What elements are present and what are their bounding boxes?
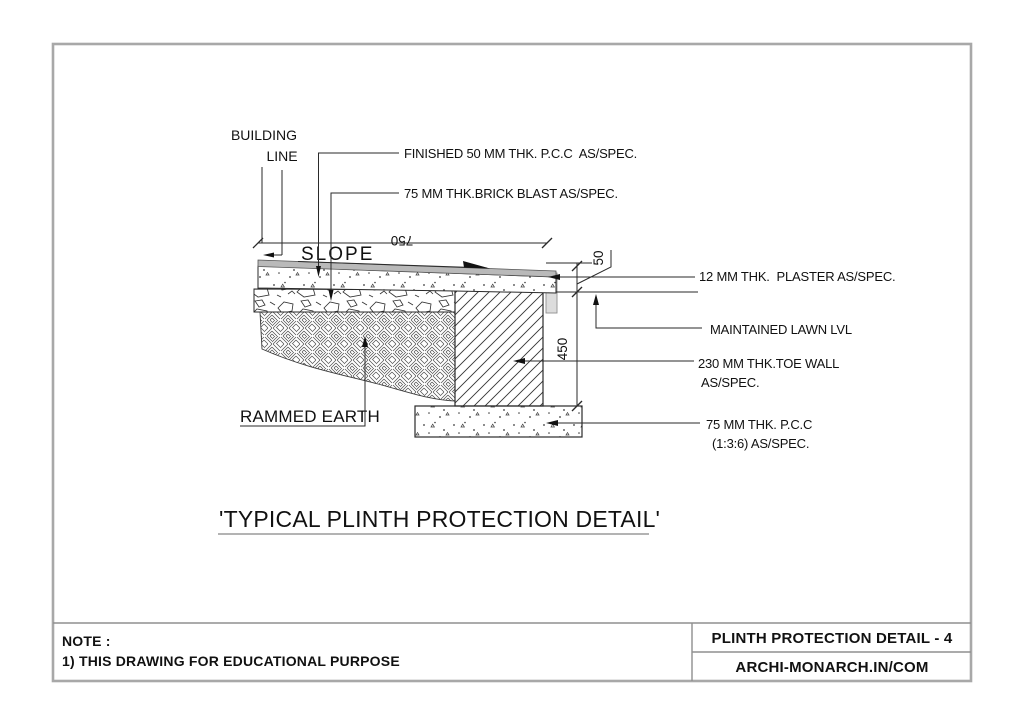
finished-pcc-leader xyxy=(318,152,399,267)
building-line-label-2: LINE xyxy=(266,148,297,164)
down-arrow-icon xyxy=(328,290,334,301)
dim-50-leader xyxy=(576,250,612,285)
dim-tick xyxy=(571,400,583,412)
footing-label-2: (1:3:6) AS/SPEC. xyxy=(712,436,809,451)
lawn-leader xyxy=(595,303,702,329)
down-arrow-icon xyxy=(316,266,321,277)
note-line: 1) THIS DRAWING FOR EDUCATIONAL PURPOSE xyxy=(62,653,400,669)
rammed-earth-leader xyxy=(240,344,366,427)
finished-pcc-label: FINISHED 50 MM THK. P.C.C AS/SPEC. xyxy=(404,146,637,161)
dim-450-value: 450 xyxy=(555,338,570,361)
left-arrow-icon xyxy=(513,358,525,364)
footing-label-1: 75 MM THK. P.C.C xyxy=(706,417,812,432)
sheet-border xyxy=(51,42,973,683)
brick-blast-label: 75 MM THK.BRICK BLAST AS/SPEC. xyxy=(404,186,618,201)
brick-blast-leader xyxy=(330,192,399,292)
note-label: NOTE : xyxy=(62,633,111,649)
slope-line xyxy=(297,261,488,269)
title-block-grid xyxy=(53,622,971,681)
dim-tick xyxy=(252,237,264,249)
rammed-earth-section xyxy=(259,311,456,402)
rammed-earth-label: RAMMED EARTH xyxy=(240,407,380,426)
drawing-title: 'TYPICAL PLINTH PROTECTION DETAIL' xyxy=(219,506,660,532)
building-line-label-1: BUILDING xyxy=(231,127,297,143)
left-arrow-icon xyxy=(263,252,274,258)
sheet-source-link: ARCHI-MONARCH.IN/COM xyxy=(735,659,928,676)
slope-label: SLOPE xyxy=(301,244,374,265)
dim-750-value: 750 xyxy=(391,233,414,248)
dim-50-value: 50 xyxy=(591,250,606,265)
sheet-title: PLINTH PROTECTION DETAIL - 4 xyxy=(712,630,953,647)
dim-tick xyxy=(541,237,553,249)
toe-wall-label-2: AS/SPEC. xyxy=(701,375,759,390)
plaster-label: 12 MM THK. PLASTER AS/SPEC. xyxy=(699,269,895,284)
toe-wall-section xyxy=(454,286,544,407)
dim-tick xyxy=(571,260,583,272)
left-arrow-icon xyxy=(548,274,560,280)
up-arrow-icon xyxy=(362,336,368,347)
slope-arrow-icon xyxy=(463,261,490,269)
left-arrow-icon xyxy=(546,420,558,426)
toe-wall-label-1: 230 MM THK.TOE WALL xyxy=(698,356,839,371)
up-arrow-icon xyxy=(593,294,599,305)
brick-blast-layer xyxy=(253,288,456,313)
finished-pcc-texture xyxy=(258,266,556,293)
lawn-level-label: MAINTAINED LAWN LVL xyxy=(710,322,852,337)
